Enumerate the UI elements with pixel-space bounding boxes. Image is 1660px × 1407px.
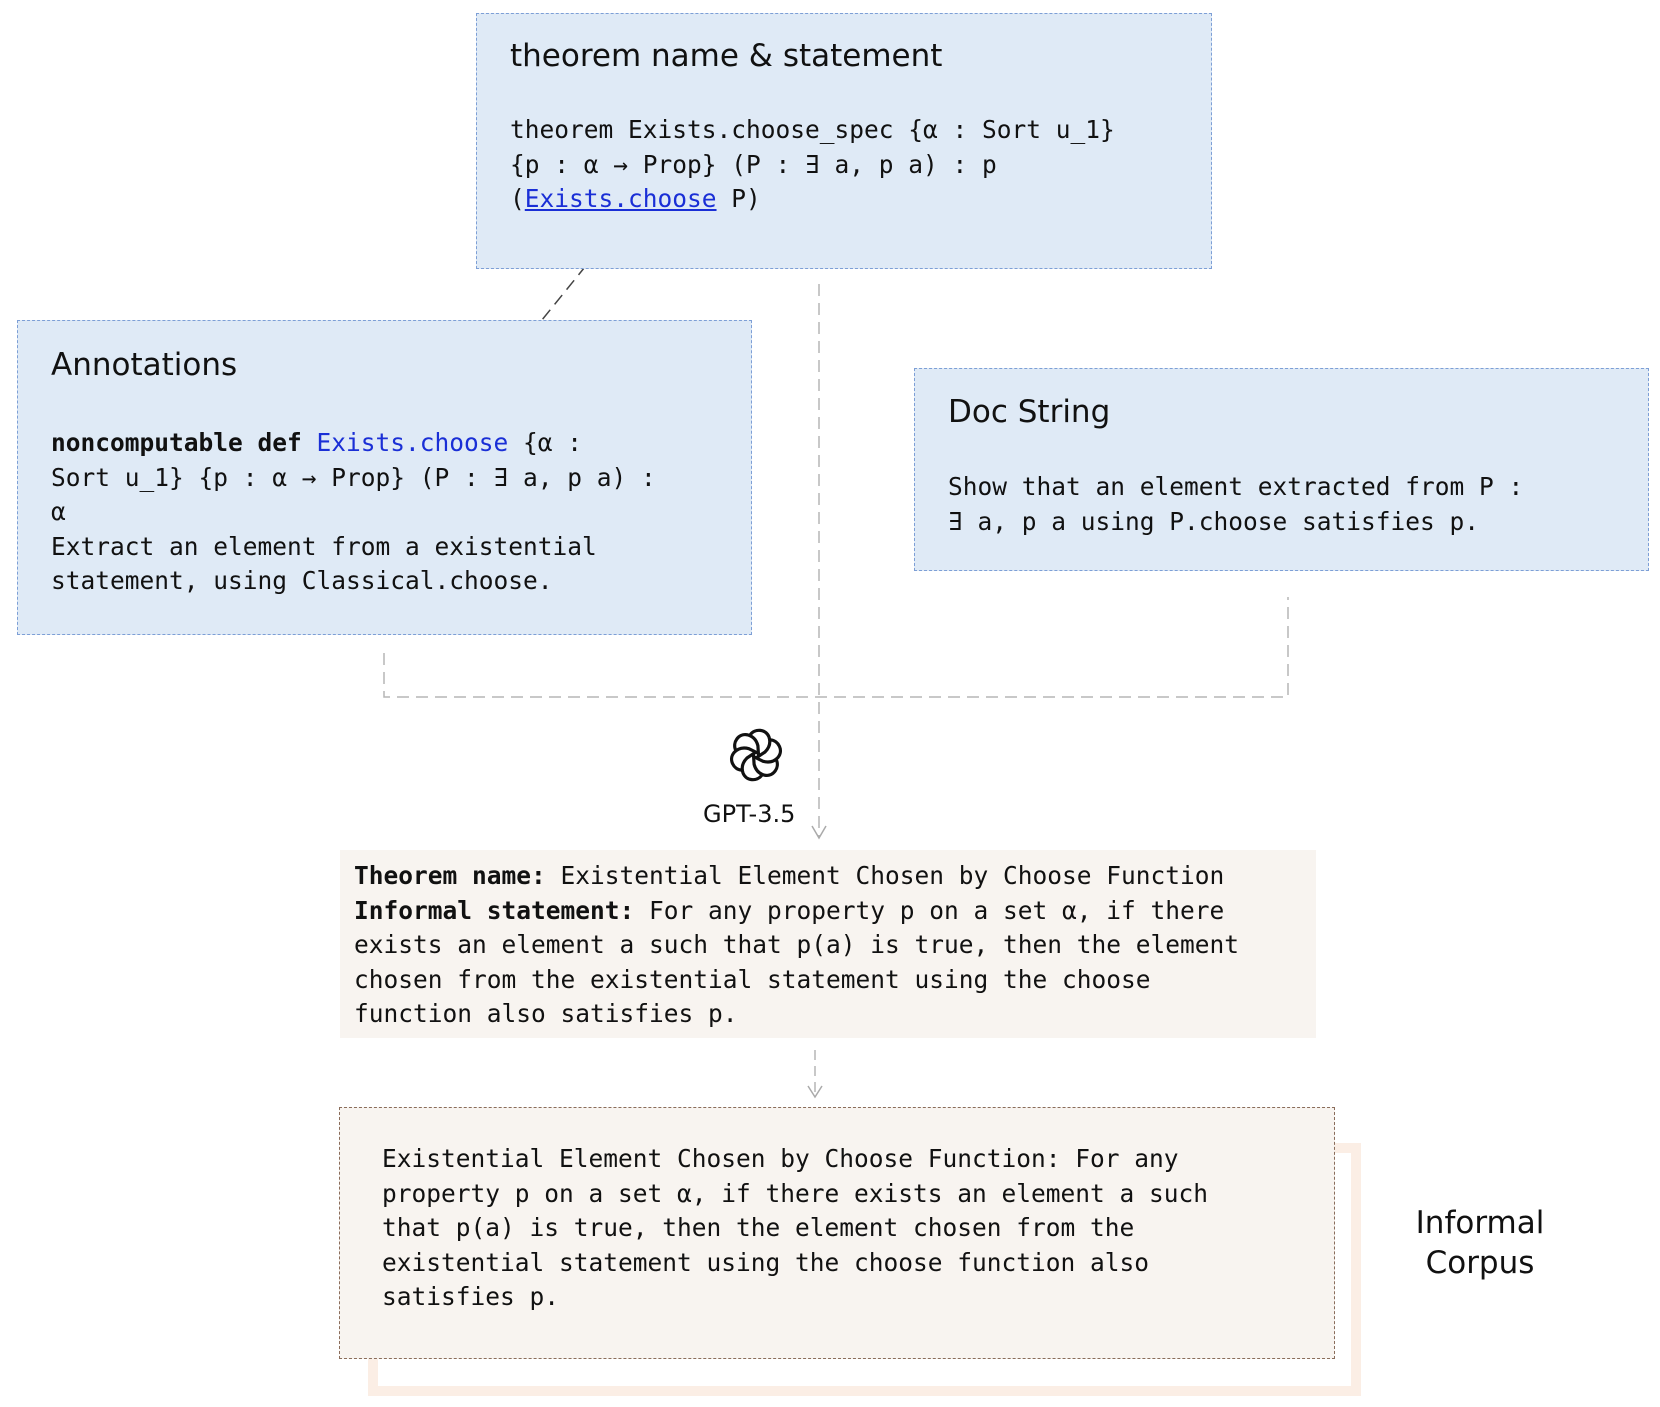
informal-statement-1: For any property p on a set α, if there	[634, 895, 1225, 925]
docstring-line-2: ∃ a, p a using P.choose satisfies p.	[948, 506, 1480, 536]
theorem-title: theorem name & statement	[510, 38, 943, 74]
informal-statement-label: Informal statement:	[354, 895, 635, 925]
theorem-line-3-close: P)	[716, 184, 761, 213]
annotations-box: Annotations noncomputable def Exists.cho…	[17, 320, 752, 635]
informal-statement-2: exists an element a such that p(a) is tr…	[354, 930, 1240, 959]
theorem-box: theorem name & statement theorem Exists.…	[476, 13, 1212, 269]
corpus-line-3: that p(a) is true, then the element chos…	[382, 1213, 1135, 1242]
corpus-line-5: satisfies p.	[382, 1282, 560, 1311]
def-signature-3: α	[51, 497, 66, 526]
def-signature-1: {α :	[508, 428, 583, 457]
annotations-body: noncomputable def Exists.choose {α : Sor…	[51, 426, 656, 599]
corpus-label-line-2: Corpus	[1425, 1245, 1535, 1281]
corpus-line-2: property p on a set α, if there exists a…	[382, 1178, 1209, 1208]
corpus-line-1: Existential Element Chosen by Choose Fun…	[382, 1144, 1179, 1173]
theorem-line-2: {p : α → Prop} (P : ∃ a, p a) : p	[510, 149, 997, 179]
informal-statement-3: chosen from the existential statement us…	[354, 964, 1151, 994]
def-signature-2: Sort u_1} {p : α → Prop} (P : ∃ a, p a) …	[51, 462, 656, 492]
theorem-statement: theorem Exists.choose_spec {α : Sort u_1…	[510, 113, 1115, 217]
corpus-label-line-1: Informal	[1415, 1205, 1545, 1241]
docstring-line-1: Show that an element extracted from P :	[948, 472, 1524, 501]
informal-statement-4: function also satisfies p.	[354, 999, 738, 1028]
docstring-title: Doc String	[948, 394, 1111, 430]
model-label: GPT-3.5	[703, 800, 796, 828]
def-description-1: Extract an element from a existential	[51, 531, 597, 561]
theorem-name-label: Theorem name:	[354, 861, 546, 890]
theorem-line-1: theorem Exists.choose_spec {α : Sort u_1…	[510, 115, 1115, 144]
output-box: Theorem name: Existential Element Chosen…	[340, 850, 1316, 1038]
corpus-box: Existential Element Chosen by Choose Fun…	[339, 1107, 1335, 1359]
def-description-2: statement, using Classical.choose.	[51, 566, 553, 595]
openai-logo-icon	[726, 728, 786, 782]
informal-corpus-label: Informal Corpus	[1400, 1203, 1560, 1283]
corpus-body: Existential Element Chosen by Choose Fun…	[382, 1142, 1208, 1315]
docstring-body: Show that an element extracted from P : …	[948, 470, 1523, 539]
annotations-branch-line	[383, 597, 1289, 698]
output-body: Theorem name: Existential Element Chosen…	[354, 859, 1239, 1032]
def-keyword: noncomputable def	[51, 428, 302, 457]
annotations-title: Annotations	[51, 347, 238, 383]
corpus-line-4: existential statement using the choose f…	[382, 1247, 1150, 1277]
def-name: Exists.choose	[316, 428, 509, 457]
theorem-line-3-open: (	[510, 184, 525, 213]
theorem-name-value: Existential Element Chosen by Choose Fun…	[545, 861, 1225, 890]
exists-choose-link[interactable]: Exists.choose	[524, 184, 717, 213]
docstring-box: Doc String Show that an element extracte…	[914, 368, 1649, 571]
